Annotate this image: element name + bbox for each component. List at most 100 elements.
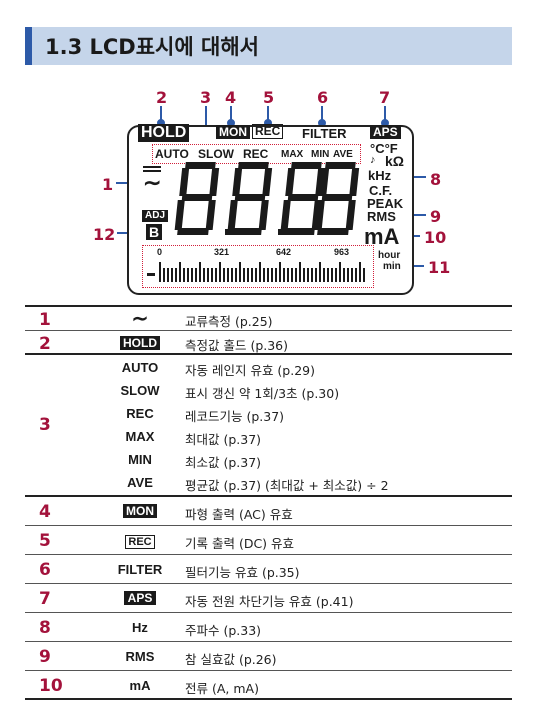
lcd-beep-icon: ♪: [370, 154, 376, 166]
bar-segment: [319, 262, 321, 282]
bar-scale-321: 321: [214, 247, 230, 257]
bar-segment: [243, 268, 245, 282]
lcd-hold-indicator: HOLD: [138, 124, 190, 142]
row-number: 3: [39, 415, 51, 435]
row-description: 필터기능 유효 (p.35): [185, 565, 300, 580]
section-title: 1.3 LCD표시에 대해서: [45, 35, 259, 59]
table-row: 7 APS 자동 전원 차단기능 유효 (p.41): [25, 584, 512, 613]
bar-segment: [171, 268, 173, 282]
row-description: 주파수 (p.33): [185, 623, 262, 638]
bar-segment: [175, 268, 177, 282]
row-description: 레코드기능 (p.37): [185, 409, 285, 424]
row-description: 전류 (A, mA): [185, 681, 259, 696]
lcd-rms-indicator: RMS: [367, 209, 396, 224]
bar-segment: [279, 262, 281, 282]
callout-10: 10: [424, 228, 447, 247]
min-label: MIN: [128, 452, 152, 467]
bar-segment: [223, 268, 225, 282]
bar-segment: [195, 268, 197, 282]
bar-segment: [239, 262, 241, 282]
row-number: 9: [39, 647, 51, 667]
lcd-slow-indicator: SLOW: [198, 147, 234, 161]
row-description: 기록 출력 (DC) 유효: [185, 536, 295, 551]
row-description: 표시 갱신 약 1회/3초 (p.30): [185, 386, 340, 401]
lcd-mon-indicator: MON: [216, 125, 250, 139]
lcd-main-digits: [174, 162, 360, 235]
lcd-auto-indicator: AUTO: [155, 147, 189, 161]
bar-segment: [255, 268, 257, 282]
row-description: 측정값 홀드 (p.36): [185, 338, 289, 353]
bar-segment: [199, 262, 201, 282]
callout-1: 1: [102, 175, 114, 194]
bar-segment: [267, 268, 269, 282]
table-row: 10 mA 전류 (A, mA): [25, 671, 512, 700]
max-label: MAX: [125, 429, 155, 444]
bar-segment: [355, 268, 357, 282]
callout-11: 11: [428, 258, 451, 277]
callout-6: 6: [317, 88, 329, 107]
table-row: 4 MON 파형 출력 (AC) 유효: [25, 497, 512, 526]
bar-segment: [163, 268, 165, 282]
hold-badge-cell: HOLD: [85, 335, 195, 350]
bar-segment: [235, 268, 237, 282]
bar-scale-0: 0: [157, 247, 163, 257]
rec-badge-cell: REC: [85, 533, 195, 549]
callout-9: 9: [430, 207, 442, 226]
bar-segment: [351, 268, 353, 282]
bar-segment: [187, 268, 189, 282]
bar-scale-642: 642: [276, 247, 292, 257]
lcd-filter-indicator: FILTER: [302, 126, 347, 141]
lcd-rec-indicator: REC: [243, 147, 269, 161]
row-description: 자동 전원 차단기능 유효 (p.41): [185, 594, 354, 609]
row-number: 4: [39, 502, 51, 522]
bar-segment: [251, 268, 253, 282]
lcd-rec-output-indicator: REC: [252, 124, 284, 139]
table-row-group: 3 AUTO 자동 레인지 유효 (p.29) SLOW 표시 갱신 약 1회/…: [25, 355, 512, 497]
row-number: 1: [39, 310, 51, 330]
callout-5: 5: [263, 88, 275, 107]
bar-segment: [271, 268, 273, 282]
bar-segment: [219, 262, 221, 282]
bar-segment: [247, 268, 249, 282]
row-description: 최대값 (p.37): [185, 432, 262, 447]
lcd-cf-indicator: C.F.: [369, 183, 393, 198]
lcd-dc-bars: [143, 166, 161, 176]
rec-label: REC: [126, 406, 154, 421]
table-row: 5 REC 기록 출력 (DC) 유효: [25, 526, 512, 555]
bar-segment: [299, 262, 301, 282]
auto-label: AUTO: [121, 360, 159, 375]
lcd-temperature-units: °C°F: [370, 141, 398, 156]
bar-segment: [307, 268, 309, 282]
row-number: 2: [39, 334, 51, 354]
lcd-aps-indicator: APS: [370, 125, 401, 139]
lcd-min-indicator: MIN: [311, 149, 330, 160]
row-number: 6: [39, 560, 51, 580]
row-number: 7: [39, 589, 51, 609]
bar-segment: [335, 268, 337, 282]
bar-segment: [327, 268, 329, 282]
lcd-screen: [127, 125, 414, 295]
lcd-ma-indicator: mA: [364, 224, 400, 249]
ac-symbol: ∼: [131, 308, 149, 330]
indicator-table: 1 ∼ 교류측정 (p.25) 2 HOLD 측정값 홀드 (p.36) 3 A…: [25, 305, 512, 700]
lcd-max-indicator: MAX: [281, 149, 304, 160]
callout-3: 3: [200, 88, 212, 107]
rec-badge: REC: [125, 535, 155, 549]
lcd-peak-indicator: PEAK: [367, 196, 404, 211]
bar-segment: [331, 268, 333, 282]
hz-label: Hz: [132, 620, 148, 635]
callout-8: 8: [430, 170, 442, 189]
bar-segment: [227, 268, 229, 282]
bar-segment: [179, 262, 181, 282]
bar-segment: [339, 262, 341, 282]
hold-badge: HOLD: [120, 336, 160, 350]
bar-segment: [283, 268, 285, 282]
section-header: 1.3 LCD표시에 대해서: [25, 27, 512, 65]
lcd-kohm-indicator: kΩ: [385, 153, 405, 169]
bar-segment: [295, 268, 297, 282]
lcd-hour-indicator: hour: [378, 250, 401, 261]
table-row: 9 RMS 참 실효값 (p.26): [25, 642, 512, 671]
row-description: 파형 출력 (AC) 유효: [185, 507, 293, 522]
callout-11-highlight: [142, 245, 374, 288]
bar-segment: [159, 262, 161, 282]
